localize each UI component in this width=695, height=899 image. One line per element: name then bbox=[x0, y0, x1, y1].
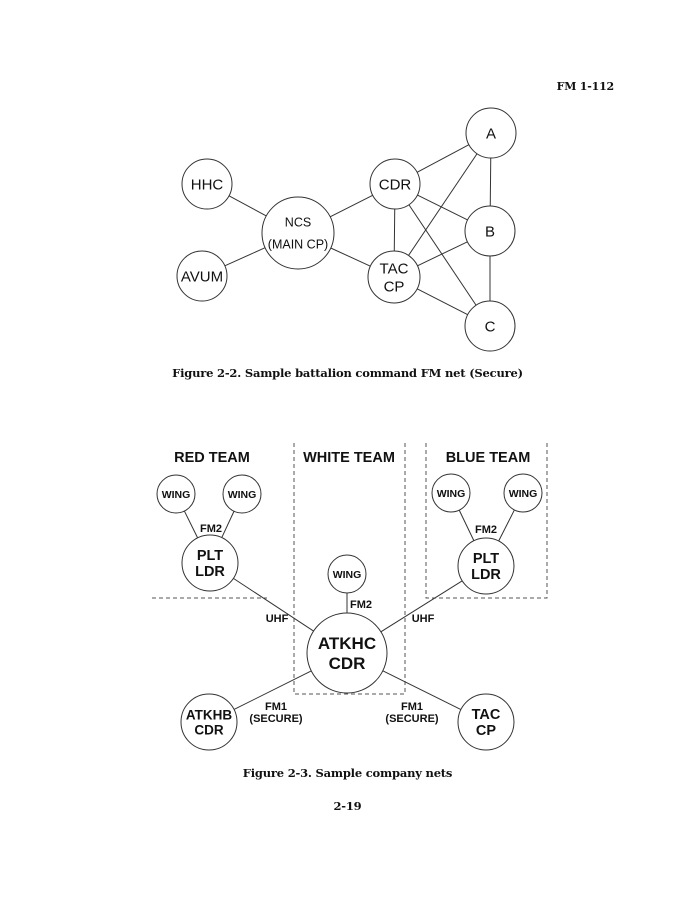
node-label: C bbox=[485, 318, 496, 335]
fig22-node-c: C bbox=[464, 300, 516, 352]
net-label-fm1-right-band: FM1 bbox=[401, 701, 423, 713]
node-circle bbox=[465, 107, 517, 159]
fig22-edge-cdr-b bbox=[417, 194, 468, 221]
fig22-edge-tac-a bbox=[408, 153, 478, 256]
net-label-white-fm2: FM2 bbox=[350, 599, 372, 611]
fig22-node-avum: AVUM bbox=[176, 250, 228, 302]
net-label-uhf-left: UHF bbox=[266, 613, 289, 625]
node-label: WING bbox=[333, 569, 362, 581]
node-circle bbox=[431, 473, 471, 513]
fig22-edge-hhc-ncs bbox=[228, 195, 267, 217]
fig22-edge-cdr-a bbox=[416, 144, 470, 173]
figure-2-3-caption: Figure 2-3. Sample company nets bbox=[242, 766, 453, 780]
fig22-node-a: A bbox=[465, 107, 517, 159]
node-label: LDR bbox=[195, 564, 225, 580]
fig23-edge-taccp-atkhc bbox=[382, 670, 462, 710]
node-circle bbox=[181, 158, 233, 210]
fig23-edge-red-plt-atkhc bbox=[233, 577, 314, 632]
node-label: A bbox=[486, 125, 496, 142]
fig22-node-ncs: NCS (MAIN CP) bbox=[261, 196, 335, 270]
node-circle bbox=[367, 250, 421, 304]
node-label: CDR bbox=[379, 176, 412, 193]
node-label: B bbox=[485, 223, 495, 240]
node-label: HHC bbox=[191, 176, 224, 193]
fig22-edge-tac-c bbox=[416, 288, 468, 316]
node-circle bbox=[369, 158, 421, 210]
net-label-fm1-left-mode: (SECURE) bbox=[249, 713, 303, 725]
node-label: LDR bbox=[471, 567, 501, 583]
net-label-uhf-right: UHF bbox=[412, 613, 435, 625]
fig23-node-red-wing2: WING bbox=[222, 474, 262, 514]
node-label: TAC bbox=[380, 260, 409, 277]
node-circle bbox=[180, 693, 238, 751]
page-number: 2-19 bbox=[333, 799, 362, 813]
node-label: (MAIN CP) bbox=[268, 238, 328, 252]
node-label: PLT bbox=[473, 551, 499, 567]
figure-2-2-caption: Figure 2-2. Sample battalion command FM … bbox=[172, 366, 523, 380]
blue-team-boundary bbox=[425, 443, 548, 599]
node-label: ATKHB bbox=[186, 707, 232, 722]
fig22-edge-cdr-c bbox=[408, 204, 477, 306]
fig23-edge-blue-plt-atkhc bbox=[380, 580, 463, 633]
node-circle bbox=[261, 196, 335, 270]
blue-team-title: BLUE TEAM bbox=[446, 450, 531, 466]
fig22-edge-ncs-tac bbox=[330, 247, 371, 267]
node-circle bbox=[306, 612, 388, 694]
node-circle bbox=[181, 534, 239, 592]
node-label: TAC bbox=[472, 707, 501, 723]
node-circle bbox=[464, 300, 516, 352]
fig22-edge-ncs-cdr bbox=[329, 194, 373, 218]
fig22-edge-avum-ncs bbox=[224, 247, 266, 267]
net-label-red-fm2: FM2 bbox=[200, 523, 222, 535]
white-team-title: WHITE TEAM bbox=[303, 450, 395, 466]
net-label-blue-fm2: FM2 bbox=[475, 524, 497, 536]
node-label: WING bbox=[509, 488, 538, 500]
node-label: CDR bbox=[194, 722, 223, 737]
node-circle bbox=[457, 537, 515, 595]
document-id-header: FM 1-112 bbox=[556, 80, 615, 93]
red-team-title: RED TEAM bbox=[174, 450, 250, 466]
node-label: CP bbox=[476, 723, 496, 739]
fig22-node-hhc: HHC bbox=[181, 158, 233, 210]
node-circle bbox=[222, 474, 262, 514]
fig23-node-blue-wing2: WING bbox=[503, 473, 543, 513]
node-label: ATKHC bbox=[318, 634, 376, 653]
node-circle bbox=[464, 205, 516, 257]
fig22-node-cdr: CDR bbox=[369, 158, 421, 210]
fig23-edge-atkhb-atkhc bbox=[233, 670, 312, 710]
node-circle bbox=[327, 554, 367, 594]
fig22-edge-tac-b bbox=[417, 241, 468, 267]
node-label: NCS bbox=[285, 216, 311, 230]
fig23-node-blue-wing1: WING bbox=[431, 473, 471, 513]
node-label: CDR bbox=[329, 654, 366, 673]
node-label: WING bbox=[437, 488, 466, 500]
node-circle bbox=[457, 693, 515, 751]
node-circle bbox=[176, 250, 228, 302]
node-label: CP bbox=[384, 278, 405, 295]
fig23-node-red-wing1: WING bbox=[156, 474, 196, 514]
fig23-edge-red-wing2-red-plt bbox=[221, 511, 235, 538]
node-label: PLT bbox=[197, 548, 223, 564]
node-label: AVUM bbox=[181, 268, 223, 285]
node-label: WING bbox=[228, 489, 257, 501]
fig23-node-white-wing: WING bbox=[327, 554, 367, 594]
node-circle bbox=[156, 474, 196, 514]
net-label-fm1-right-mode: (SECURE) bbox=[385, 713, 439, 725]
fig22-node-b: B bbox=[464, 205, 516, 257]
node-circle bbox=[503, 473, 543, 513]
fig23-edge-red-wing1-red-plt bbox=[183, 510, 199, 539]
fig23-edge-blue-wing1-blue-plt bbox=[458, 509, 475, 541]
net-label-fm1-left-band: FM1 bbox=[265, 701, 287, 713]
fig23-edge-blue-wing2-blue-plt bbox=[498, 509, 515, 542]
node-label: WING bbox=[162, 489, 191, 501]
